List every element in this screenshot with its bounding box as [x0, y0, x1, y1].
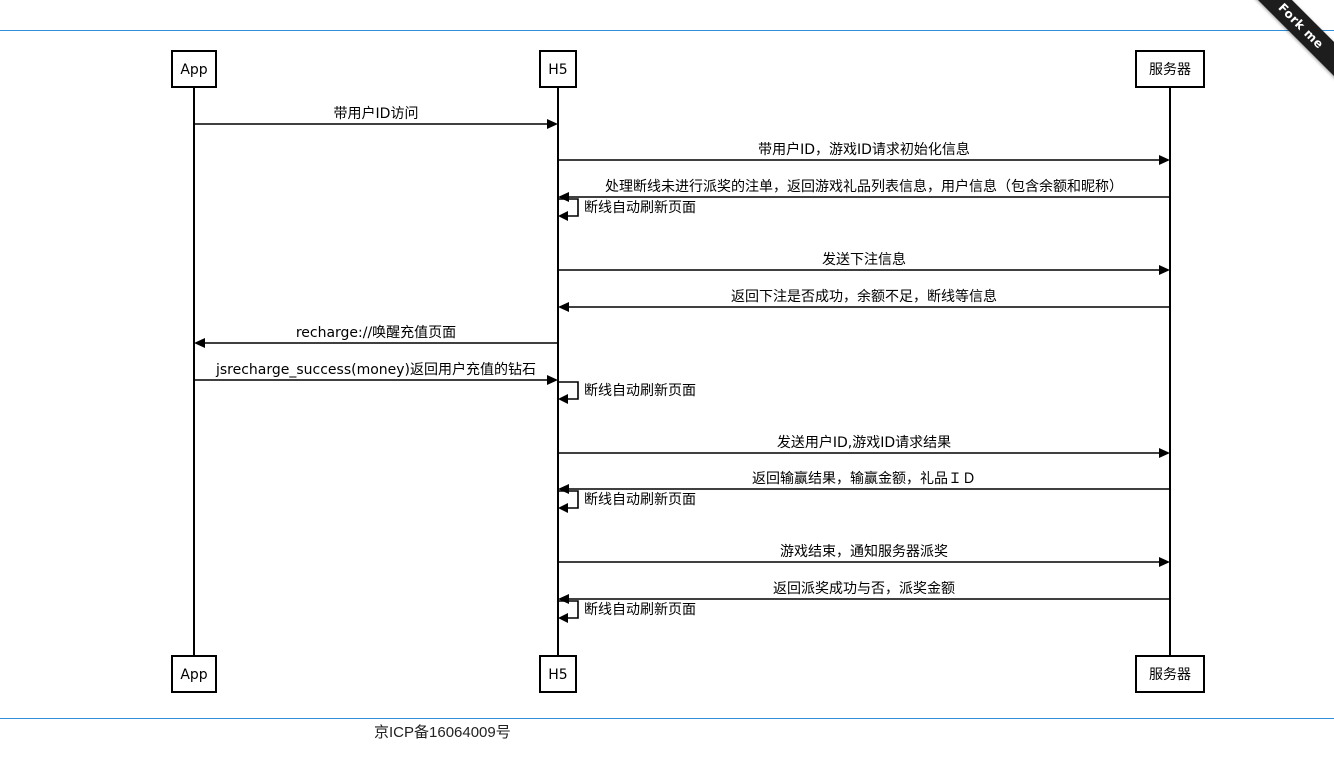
message-label: 返回输赢结果，输赢金额，礼品ＩＤ	[752, 470, 976, 487]
message-label: 断线自动刷新页面	[584, 383, 696, 399]
participant-server-bottom: 服务器	[1135, 655, 1205, 693]
message: 发送用户ID,游戏ID请求结果	[558, 434, 1170, 458]
message-label: 断线自动刷新页面	[584, 200, 696, 216]
message: 返回输赢结果，输赢金额，礼品ＩＤ	[558, 470, 1170, 494]
message: 断线自动刷新页面	[558, 600, 696, 623]
arrowhead	[558, 211, 568, 221]
message-label: jsrecharge_success(money)返回用户充值的钻石	[215, 361, 536, 378]
participant-h5-top: H5	[539, 50, 577, 88]
participant-box	[1135, 655, 1205, 693]
message-label: 游戏结束，通知服务器派奖	[780, 543, 948, 560]
message-label: 带用户ID，游戏ID请求初始化信息	[758, 141, 970, 158]
arrowhead	[1159, 557, 1170, 567]
arrowhead	[558, 613, 568, 623]
self-message-line	[558, 198, 579, 217]
participant-box	[539, 50, 577, 88]
top-divider	[0, 30, 1334, 31]
participant-h5-bottom: H5	[539, 655, 577, 693]
participant-label: App	[180, 62, 207, 78]
participant-server-top: 服务器	[1135, 50, 1205, 88]
arrowhead	[547, 119, 558, 129]
arrowhead	[1159, 448, 1170, 458]
arrowhead	[558, 484, 569, 494]
arrowhead	[558, 503, 568, 513]
participant-app-top: App	[171, 50, 217, 88]
message: 返回下注是否成功，余额不足，断线等信息	[558, 288, 1170, 312]
participant-app-bottom: App	[171, 655, 217, 693]
message: 带用户ID访问	[194, 105, 558, 129]
message: 断线自动刷新页面	[558, 381, 696, 404]
participant-label: H5	[548, 62, 567, 78]
message: 发送下注信息	[558, 251, 1170, 275]
message: jsrecharge_success(money)返回用户充值的钻石	[194, 361, 558, 385]
message-label: 断线自动刷新页面	[584, 602, 696, 618]
participant-box	[1135, 50, 1205, 88]
message-label: 发送下注信息	[822, 251, 906, 268]
message: 带用户ID，游戏ID请求初始化信息	[558, 141, 1170, 165]
message: 处理断线未进行派奖的注单，返回游戏礼品列表信息，用户信息（包含余额和昵称）	[558, 178, 1170, 202]
participant-label: App	[180, 667, 207, 683]
message-label: recharge://唤醒充值页面	[296, 324, 456, 341]
self-message-line	[558, 490, 579, 509]
message-label: 断线自动刷新页面	[584, 492, 696, 508]
participant-box	[171, 655, 217, 693]
arrowhead	[194, 338, 205, 348]
arrowhead	[1159, 265, 1170, 275]
arrowhead	[1159, 155, 1170, 165]
arrowhead	[547, 375, 558, 385]
participant-box	[539, 655, 577, 693]
self-message-line	[558, 381, 579, 400]
participant-label: H5	[548, 667, 567, 683]
message: 游戏结束，通知服务器派奖	[558, 543, 1170, 567]
message-label: 带用户ID访问	[334, 105, 419, 122]
message: 断线自动刷新页面	[558, 198, 696, 221]
arrowhead	[558, 594, 569, 604]
participant-label: 服务器	[1149, 667, 1191, 683]
participant-box	[171, 50, 217, 88]
arrowhead	[558, 394, 568, 404]
message-label: 发送用户ID,游戏ID请求结果	[777, 434, 951, 451]
bottom-divider	[0, 718, 1334, 719]
arrowhead	[558, 192, 569, 202]
message-label: 处理断线未进行派奖的注单，返回游戏礼品列表信息，用户信息（包含余额和昵称）	[605, 178, 1123, 195]
participant-label: 服务器	[1149, 62, 1191, 78]
message: 返回派奖成功与否，派奖金额	[558, 580, 1170, 604]
message-label: 返回下注是否成功，余额不足，断线等信息	[731, 288, 997, 305]
self-message-line	[558, 600, 579, 619]
message: recharge://唤醒充值页面	[194, 324, 558, 348]
icp-license-text: 京ICP备16064009号	[374, 724, 511, 741]
arrowhead	[558, 302, 569, 312]
message: 断线自动刷新页面	[558, 490, 696, 513]
message-label: 返回派奖成功与否，派奖金额	[773, 580, 955, 597]
